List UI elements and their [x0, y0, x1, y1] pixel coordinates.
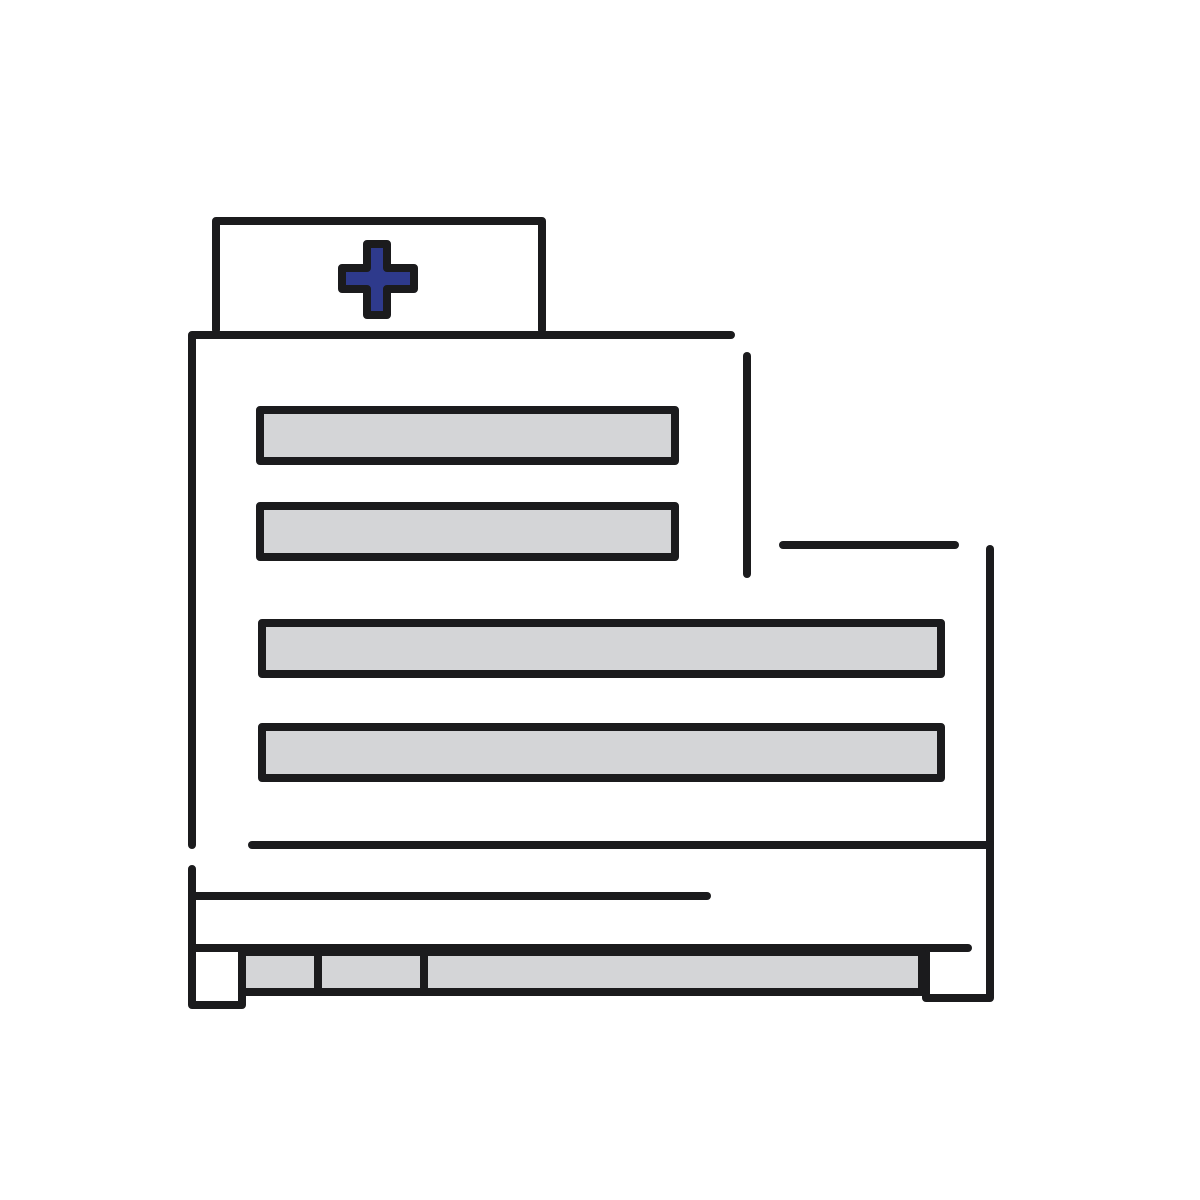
window-band-3	[258, 619, 945, 678]
window-band-2	[256, 502, 679, 561]
rooftop-sign-box	[212, 217, 546, 334]
medical-cross-icon	[338, 240, 418, 319]
base-left-post	[188, 865, 246, 1009]
window-band-1	[256, 406, 679, 465]
base-strip	[238, 948, 926, 996]
base-right-post	[922, 841, 994, 1002]
building-top-edge	[188, 331, 735, 849]
window-band-4	[258, 723, 945, 782]
